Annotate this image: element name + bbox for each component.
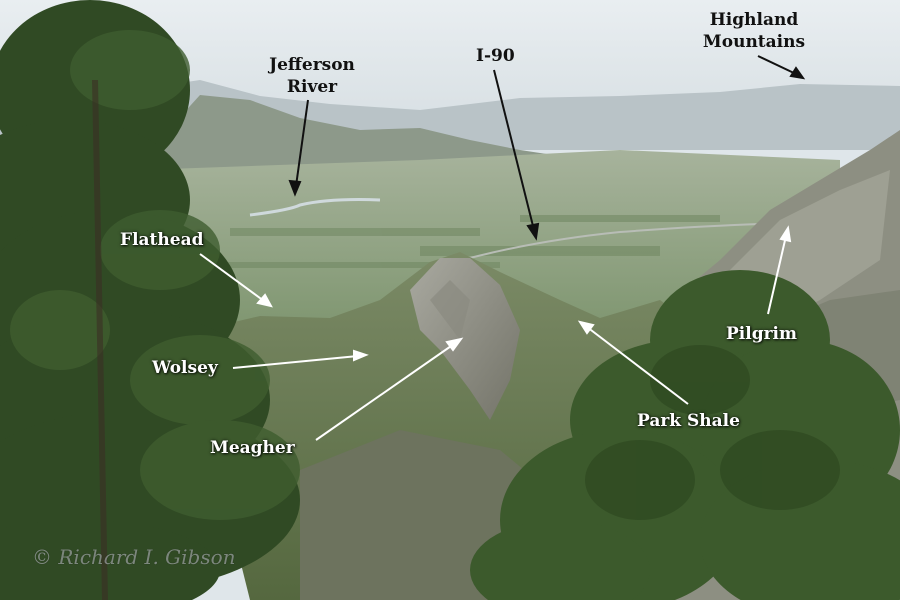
label-wolsey: Wolsey: [152, 358, 218, 378]
label-pilgrim: Pilgrim: [726, 324, 797, 344]
river: [249, 198, 381, 217]
arrow-park-shale: [586, 326, 689, 405]
arrow-i90: [493, 69, 535, 231]
label-meagher: Meagher: [210, 438, 295, 458]
label-park-shale: Park Shale: [637, 411, 740, 431]
copyright-watermark: © Richard I. Gibson: [32, 545, 236, 569]
arrow-meagher: [315, 343, 455, 441]
arrow-highland: [757, 55, 797, 75]
label-jefferson-river: Jefferson River: [269, 55, 355, 97]
highway: [469, 223, 761, 259]
label-i90: I-90: [476, 46, 515, 66]
arrow-flathead: [199, 253, 265, 302]
arrow-wolsey: [232, 355, 359, 369]
label-flathead: Flathead: [120, 230, 204, 250]
label-highland-mountains: Highland Mountains: [702, 10, 806, 52]
annotation-arrows: [199, 55, 806, 441]
arrow-pilgrim: [767, 235, 787, 315]
valley-floor: [140, 150, 840, 330]
arrow-jefferson: [295, 99, 309, 187]
